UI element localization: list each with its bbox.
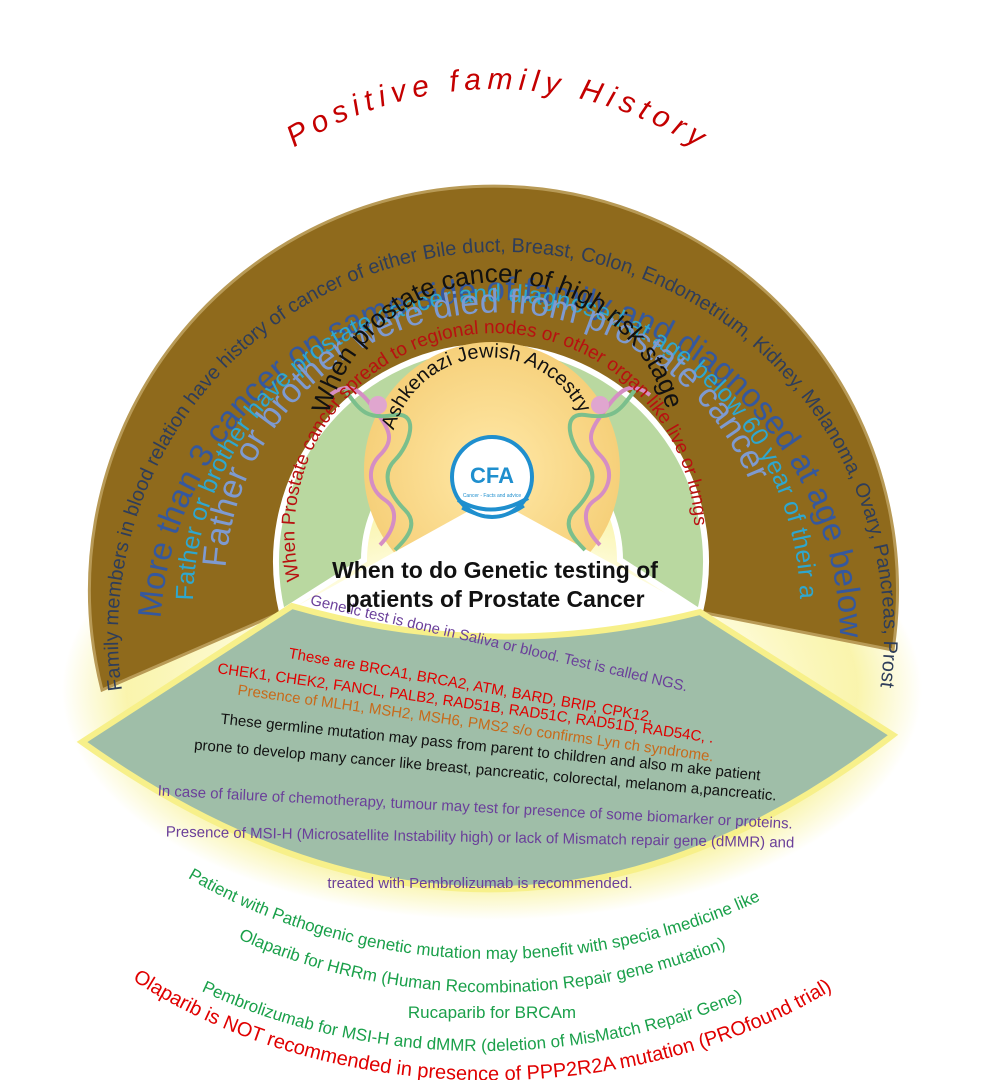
dna-figure-right-icon bbox=[566, 385, 652, 552]
bottom-panel bbox=[76, 602, 899, 893]
dna-figure-left-icon bbox=[328, 385, 414, 552]
below-line-3: Rucaparib for BRCAm bbox=[408, 1003, 576, 1022]
panel-line-9: treated with Pembrolizumab is recommende… bbox=[327, 875, 632, 892]
logo-text: CFA bbox=[470, 463, 514, 488]
positive-family-history-title: Positive family History bbox=[281, 63, 716, 157]
title-wedge bbox=[290, 498, 700, 646]
cfa-logo: CFA Cancer - Facts and advice bbox=[450, 435, 534, 519]
center-title: When to do Genetic testing of patients o… bbox=[332, 557, 658, 612]
logo-tagline: Cancer - Facts and advice bbox=[463, 493, 522, 499]
